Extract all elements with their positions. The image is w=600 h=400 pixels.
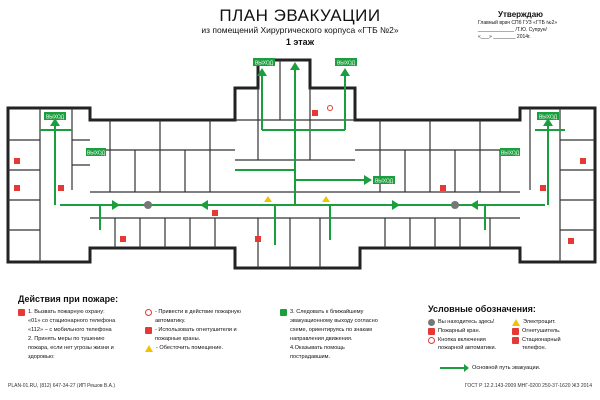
action-text: 3. Следовать к ближайшему (290, 309, 364, 315)
approval-date: «___» ________ 2014г. (478, 34, 531, 40)
actions-col-2: - Привести в действие пожарную автоматик… (145, 308, 275, 353)
phone-icon (580, 158, 586, 164)
phone-icon (120, 236, 126, 242)
action-text: 4.Оказывать помощь (290, 345, 345, 351)
you-are-here-icon (428, 318, 435, 326)
exit-sign (86, 148, 106, 156)
legend-label: Электрощит. (523, 319, 556, 325)
action-text: «112» – с мобильного телефона (28, 327, 112, 333)
action-text: автоматику. (155, 318, 186, 324)
exit-sign (537, 112, 559, 120)
legend-label: Стационарный телефон. (522, 337, 561, 351)
floor-plan: ВЫХОД ВЫХОД ВЫХОД ВЫХОД ВЫХОД ВЫХОД ВЫХО… (6, 58, 597, 270)
actions-col-3: 3. Следовать к ближайшему эвакуационному… (280, 308, 410, 362)
exit-arrow-icon (280, 308, 287, 316)
action-text: направления движения. (290, 336, 353, 342)
approval-block: Утверждаю Главный врач СПб ГУЗ «ГТБ №2» … (478, 10, 593, 41)
legend-label: Вы находитесь здесь! (438, 319, 495, 325)
phone-icon (14, 158, 20, 164)
route-arrows (50, 62, 553, 210)
phone-icon (14, 185, 20, 191)
actions-heading: Действия при пожаре: (18, 294, 119, 304)
extinguisher-icon (58, 185, 64, 191)
footer-right: ГОСТ Р 12.2.143-2009 МНГ-0200 250-37-162… (464, 383, 592, 389)
legend-route: Основной путь эвакуации. (440, 363, 590, 372)
legend-col-1: Вы находитесь здесь! Пожарный кран. Кноп… (428, 318, 508, 353)
exit-sign-label: ВЫХОД (539, 115, 558, 121)
legend-label: Кнопка включения пожарной автоматики. (438, 337, 497, 351)
exit-sign (373, 176, 395, 184)
electrical-panel-icon (512, 318, 520, 326)
footer-left: PLAN-01.RU, (812) 647-34-27 (ИП Решов В.… (8, 383, 116, 389)
action-text: пожара, если нет угрозы жизни и (28, 345, 114, 351)
page-subtitle: из помещений Хирургического корпуса «ГТБ… (201, 25, 399, 35)
fire-hydrant-icon (428, 327, 435, 335)
approval-signature: _____________ /Т.Ю. Супрун/ (478, 27, 547, 33)
electrical-panel-icon (145, 344, 153, 352)
exit-signs: ВЫХОД ВЫХОД ВЫХОД ВЫХОД ВЫХОД ВЫХОД ВЫХО… (44, 58, 559, 185)
action-text: схеме, ориентируясь по знакам (290, 327, 373, 333)
building-walls (6, 58, 597, 270)
extinguisher-icon (540, 185, 546, 191)
phone-icon (255, 236, 261, 242)
legend-label: Основной путь эвакуации. (472, 365, 541, 371)
phone-icon (512, 336, 519, 344)
approval-position: Главный врач СПб ГУЗ «ГТБ №2» (478, 20, 558, 26)
alarm-button-icon (428, 336, 435, 344)
action-text: - Привести в действие пожарную (155, 309, 241, 315)
exit-sign (335, 58, 357, 66)
actions-col-1: 1. Вызвать пожарную охрану: «01» со стац… (18, 308, 148, 362)
action-text: 1. Вызвать пожарную охрану: (28, 309, 105, 315)
extinguisher-icon (312, 110, 318, 116)
action-text: - Обесточить помещение. (156, 345, 223, 351)
legend-label: Огнетушитель. (522, 328, 561, 334)
exit-sign-label: ВЫХОД (87, 151, 106, 157)
exit-sign (253, 58, 275, 66)
exit-sign-label: ВЫХОД (375, 179, 394, 185)
plan-markers (14, 105, 586, 244)
action-text: - Использовать огнетушители и (155, 327, 237, 333)
electrical-panel-icon (264, 196, 272, 202)
action-text: эвакуационному выходу согласно (290, 318, 378, 324)
legend-heading: Условные обозначения: (428, 304, 536, 314)
electrical-panel-icon (322, 196, 330, 202)
alarm-button-icon (327, 105, 333, 111)
page-title: ПЛАН ЭВАКУАЦИИ (219, 6, 381, 25)
extinguisher-icon (145, 326, 152, 334)
action-text: 2. Принять меры по тушению (28, 336, 105, 342)
evacuation-routes (40, 70, 565, 245)
interior-walls (8, 60, 595, 268)
action-text: пострадавшим. (290, 354, 331, 360)
exit-sign-label: ВЫХОД (46, 115, 65, 121)
extinguisher-icon (440, 185, 446, 191)
legend-col-2: Электрощит. Огнетушитель. Стационарный т… (512, 318, 592, 353)
legend-label: Пожарный кран. (438, 328, 481, 334)
you-are-here-icon (144, 201, 152, 209)
phone-icon (568, 238, 574, 244)
exit-sign-label: ВЫХОД (337, 61, 356, 67)
exit-sign-label: ВЫХОД (501, 151, 520, 157)
evacuation-route-sample (440, 363, 469, 372)
exit-sign (500, 148, 520, 156)
action-text: пожарные краны. (155, 336, 201, 342)
extinguisher-icon (512, 327, 519, 335)
exit-sign (44, 112, 66, 120)
phone-icon (18, 308, 25, 316)
extinguisher-icon (212, 210, 218, 216)
you-are-here-icon (451, 201, 459, 209)
action-text: «01» со стационарного телефона (28, 318, 116, 324)
exit-sign-label: ВЫХОД (255, 61, 274, 67)
action-text: здоровью: (28, 354, 55, 360)
floor-label: 1 этаж (285, 37, 315, 47)
alarm-button-icon (145, 308, 152, 316)
approval-heading: Утверждаю (498, 10, 543, 19)
